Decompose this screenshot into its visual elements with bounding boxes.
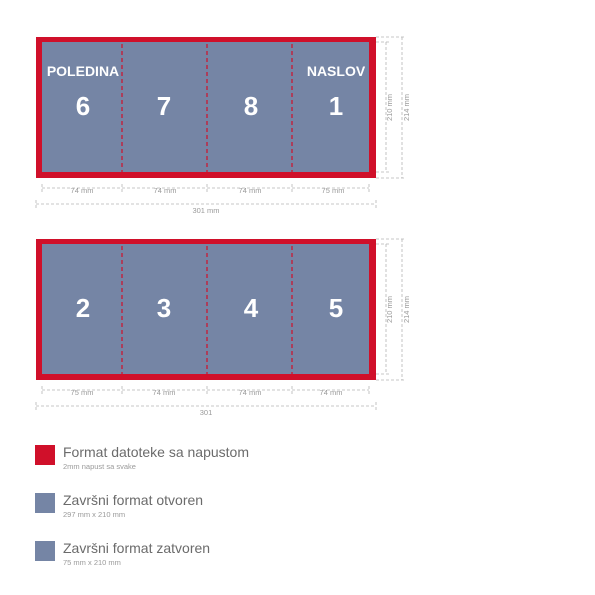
- bottom-layout-page-area: [42, 244, 369, 374]
- top-layout-width-dim-label: 74 mm: [154, 186, 177, 195]
- legend-item-open-format: Završni format otvoren 297 mm x 210 mm: [35, 492, 435, 533]
- top-layout-width-dim-label: 74 mm: [71, 186, 94, 195]
- bleed-swatch: [35, 445, 55, 465]
- legend-title: Format datoteke sa napustom: [63, 444, 249, 460]
- bottom-layout-total-dim-label: 301: [200, 408, 213, 417]
- legend-subtitle: 2mm napust sa svake: [63, 462, 136, 471]
- bottom-layout-width-dim-label: 74 mm: [239, 388, 262, 397]
- bottom-layout-width-dim-label: 75 mm: [71, 388, 94, 397]
- top-layout-width-dim-label: 75 mm: [322, 186, 345, 195]
- legend-title: Završni format zatvoren: [63, 540, 211, 556]
- top-layout-page-number: 8: [244, 91, 258, 121]
- legend-item-bleed-format: Format datoteke sa napustom 2mm napust s…: [35, 444, 435, 485]
- top-layout-page-number: 6: [76, 91, 90, 121]
- top-layout-page-area: [42, 42, 369, 172]
- bottom-layout-height-inner-label: 210 mm: [385, 296, 394, 323]
- top-layout-height-outer-label: 214 mm: [402, 94, 411, 121]
- legend-title: Završni format otvoren: [63, 492, 204, 508]
- bottom-layout-page-number: 5: [329, 293, 343, 323]
- top-layout-page-label: POLEDINA: [47, 63, 119, 79]
- closed-format-swatch: [35, 541, 55, 561]
- bottom-layout-page-number: 2: [76, 293, 90, 323]
- bottom-layout-page-number: 4: [244, 293, 259, 323]
- bottom-layout-width-dim-label: 74 mm: [320, 388, 343, 397]
- bottom-layout-height-outer-label: 214 mm: [402, 296, 411, 323]
- open-format-swatch: [35, 493, 55, 513]
- top-layout-page-label: NASLOV: [307, 63, 366, 79]
- legend-subtitle: 297 mm x 210 mm: [63, 510, 126, 519]
- top-layout-total-dim-label: 301 mm: [192, 206, 219, 215]
- legend-item-closed-format: Završni format zatvoren 75 mm x 210 mm: [35, 540, 435, 581]
- legend-subtitle: 75 mm x 210 mm: [63, 558, 121, 567]
- bottom-layout-width-dim-label: 74 mm: [153, 388, 176, 397]
- top-layout-width-dim-label: 74 mm: [239, 186, 262, 195]
- top-layout-height-inner-label: 210 mm: [385, 94, 394, 121]
- top-layout-page-number: 7: [157, 91, 171, 121]
- bottom-layout-page-number: 3: [157, 293, 171, 323]
- top-layout-page-number: 1: [329, 91, 343, 121]
